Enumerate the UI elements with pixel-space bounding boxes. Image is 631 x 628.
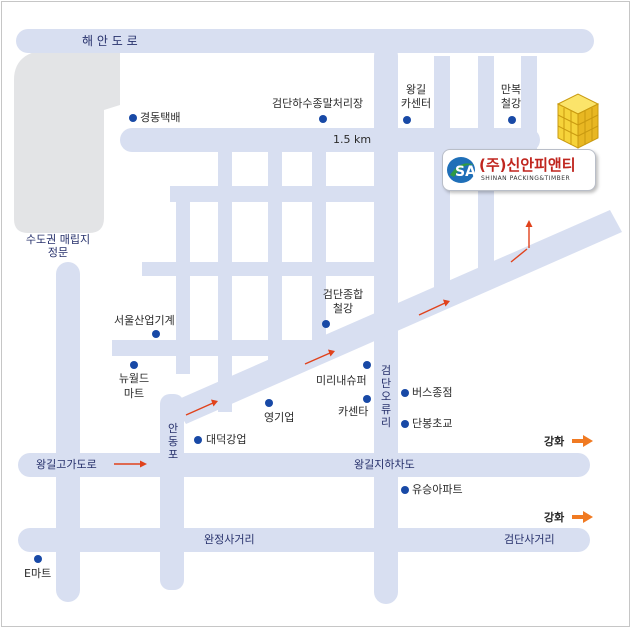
- company-logo-box: SA (주)신안피앤티 SHINAN PACKING&TIMBER: [442, 149, 596, 191]
- road-diagonal: [172, 210, 622, 424]
- arrow-diag-1: [185, 402, 214, 416]
- road-vertical-5: [521, 56, 537, 156]
- wanggil-carcenter-marker: [403, 116, 411, 124]
- road-horizontal-2: [142, 262, 392, 276]
- company-logo-icon: SA: [447, 157, 476, 183]
- company-subtitle: SHINAN PACKING&TIMBER: [481, 175, 571, 182]
- road-horizontal-1: [170, 186, 392, 202]
- newworld-label-1: 뉴월드: [118, 372, 150, 385]
- wanggil-carcenter-label-2: 카센터: [400, 97, 432, 110]
- arrow-diag-4: [510, 248, 528, 263]
- exit-arrow-lower: [572, 515, 584, 519]
- arrow-diag-2: [304, 352, 331, 365]
- seoul-machine-label: 서울산업기계: [114, 314, 175, 327]
- youngki-marker: [265, 399, 273, 407]
- ganghwa-exit-upper-label: 강화: [544, 435, 565, 448]
- carcenter-label: 카센타: [338, 405, 369, 418]
- danbong-school-marker: [401, 420, 409, 428]
- youngki-label: 영기업: [264, 411, 295, 424]
- daedeok-marker: [194, 436, 202, 444]
- mirinae-marker: [363, 361, 371, 369]
- road-west-vertical: [56, 262, 80, 602]
- newworld-label-2: 마트: [123, 387, 145, 400]
- logo-letters: SA: [455, 164, 476, 180]
- danbong-school-label: 단봉초교: [412, 417, 453, 430]
- andongpo-label: 안동포: [167, 422, 179, 461]
- exit-arrow-upper: [572, 439, 584, 443]
- newworld-marker: [130, 361, 138, 369]
- geomdan-ori-label: 검단오류리: [380, 364, 392, 429]
- coast-road-label: 해 안 도 로: [82, 34, 138, 48]
- geomdan-intersection-label: 검단사거리: [504, 533, 555, 546]
- yuseung-apt-label: 유승아파트: [412, 483, 463, 496]
- bus-stop-label: 버스종점: [412, 386, 453, 399]
- sewage-plant-marker: [319, 115, 327, 123]
- ganghwa-exit-arrows: [572, 435, 593, 523]
- road-vertical-a: [218, 142, 232, 412]
- carcenter-marker: [363, 395, 371, 403]
- geomdan-steel-marker: [322, 320, 330, 328]
- wanggil-overpass-label: 왕길고가도로: [36, 458, 97, 471]
- road-vertical-b: [268, 142, 282, 366]
- emart-label: E마트: [24, 567, 52, 580]
- coast-road: [16, 29, 594, 53]
- landfill-area: [14, 49, 120, 233]
- distance-label: 1.5 km: [333, 133, 372, 146]
- emart-marker: [34, 555, 42, 563]
- road-network: [16, 29, 622, 604]
- geomdan-steel-label-1: 검단종합: [322, 288, 364, 301]
- road-horizontal-3: [112, 340, 332, 356]
- bus-stop-marker: [401, 389, 409, 397]
- manbok-steel-label-1: 만복: [500, 83, 522, 96]
- landfill-gate-label-2: 정문: [47, 246, 69, 259]
- wanggil-underpass-label: 왕길지하차도: [354, 458, 415, 471]
- daedeok-label: 대덕강업: [206, 433, 247, 446]
- manbok-steel-marker: [508, 116, 516, 124]
- gyeongdong-marker: [129, 114, 137, 122]
- geomdan-steel-label-2: 철강: [332, 302, 354, 315]
- ganghwa-exit-lower-label: 강화: [544, 511, 565, 524]
- manbok-steel-label-2: 철강: [500, 97, 522, 110]
- direction-arrows: [114, 220, 533, 468]
- company-building-icon: [556, 93, 600, 149]
- company-name: (주)신안피앤티: [479, 156, 576, 174]
- arrow-diag-3: [418, 302, 446, 316]
- road-wanggil: [18, 453, 590, 477]
- wanggil-carcenter-label-1: 왕길: [405, 83, 427, 96]
- wanjeong-intersection-label: 완정사거리: [204, 533, 255, 546]
- road-vertical-d: [176, 194, 190, 374]
- landfill-gate-label-1: 수도권 매립지: [25, 233, 91, 246]
- gyeongdong-label: 경동택배: [140, 111, 181, 124]
- seoul-machine-marker: [152, 330, 160, 338]
- sewage-plant-label: 검단하수종말처리장: [272, 97, 364, 110]
- road-wanjeong: [18, 528, 590, 552]
- yuseung-apt-marker: [401, 486, 409, 494]
- mirinae-label: 미리내슈퍼: [316, 374, 367, 387]
